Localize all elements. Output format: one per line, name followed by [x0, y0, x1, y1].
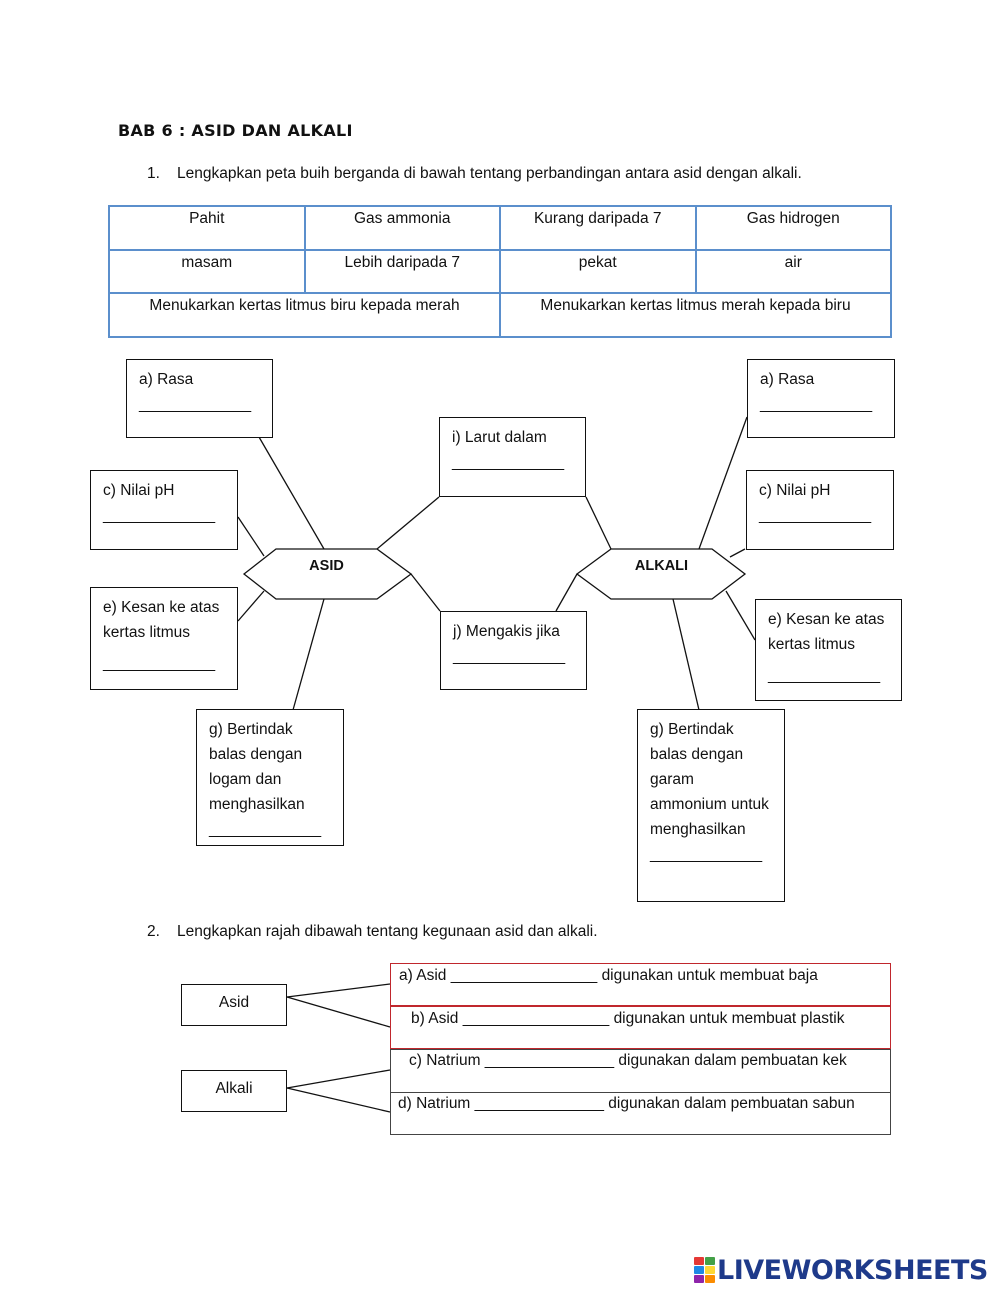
- connector-line: [237, 590, 265, 622]
- word-cell[interactable]: Gas ammonia: [303, 205, 501, 251]
- alkali-taste-box: a) Rasa _____________: [747, 359, 895, 438]
- word-cell[interactable]: Kurang daripada 7: [499, 205, 697, 251]
- acid-ph-label: c) Nilai pH: [103, 482, 175, 499]
- alkali-taste-label: a) Rasa: [760, 371, 815, 388]
- answer-blank[interactable]: _____________: [139, 396, 252, 413]
- word-cell[interactable]: Menukarkan kertas litmus biru kepada mer…: [108, 292, 501, 338]
- question-2-text: Lengkapkan rajah dibawah tentang kegunaa…: [177, 923, 598, 940]
- use-row-suffix: digunakan dalam pembuatan kek: [618, 1052, 847, 1069]
- answer-blank[interactable]: _____________: [760, 396, 873, 413]
- use-row-c: c) Natrium _______________ digunakan dal…: [390, 1049, 891, 1092]
- use-row-a: a) Asid _________________ digunakan untu…: [390, 963, 891, 1006]
- liveworksheets-brand: LIVEWORKSHEETS: [717, 1254, 988, 1286]
- connector-line: [410, 573, 441, 612]
- connector-line: [585, 496, 612, 550]
- connector-line: [698, 416, 748, 550]
- table-row: Pahit Gas ammonia Kurang daripada 7 Gas …: [108, 205, 892, 251]
- connector-line: [376, 496, 440, 550]
- answer-blank[interactable]: _____________: [759, 507, 872, 524]
- alkali-hexagon: [575, 548, 747, 600]
- use-row-suffix: digunakan untuk membuat baja: [601, 967, 818, 984]
- word-cell[interactable]: air: [694, 248, 892, 295]
- question-1-number: 1.: [147, 165, 160, 182]
- acid-taste-box: a) Rasa _____________: [126, 359, 273, 438]
- answer-blank[interactable]: _____________: [209, 821, 322, 838]
- alkali-ph-label: c) Nilai pH: [759, 482, 831, 499]
- answer-blank[interactable]: _______________: [484, 1052, 615, 1069]
- word-bank-table: Pahit Gas ammonia Kurang daripada 7 Gas …: [108, 205, 892, 338]
- word-cell[interactable]: Menukarkan kertas litmus merah kepada bi…: [499, 292, 892, 338]
- use-row-suffix: digunakan untuk membuat plastik: [613, 1010, 845, 1027]
- acid-ph-box: c) Nilai pH _____________: [90, 470, 238, 550]
- question-1-text: Lengkapkan peta buih berganda di bawah t…: [177, 165, 802, 182]
- alkali-ammonium-box: g) Bertindak balas dengan garam ammonium…: [637, 709, 785, 902]
- word-cell[interactable]: Gas hidrogen: [694, 205, 892, 251]
- use-row-prefix: d) Natrium: [398, 1095, 471, 1112]
- connector-line: [292, 598, 325, 711]
- row-divider: [390, 1092, 891, 1093]
- use-row-d: d) Natrium _______________ digunakan dal…: [390, 1092, 891, 1135]
- answer-blank[interactable]: _____________: [650, 846, 763, 863]
- alkali-ph-box: c) Nilai pH _____________: [746, 470, 894, 550]
- asid-box: Asid: [181, 984, 287, 1026]
- question-1: 1. Lengkapkan peta buih berganda di bawa…: [147, 165, 907, 187]
- corrode-label: j) Mengakis jika: [453, 623, 560, 640]
- alkali-litmus-label: e) Kesan ke atas kertas litmus: [768, 611, 885, 653]
- acid-metal-label: g) Bertindak balas dengan logam dan meng…: [209, 721, 305, 813]
- connector-line: [237, 516, 265, 557]
- dissolve-box: i) Larut dalam _____________: [439, 417, 586, 497]
- alkali-label: ALKALI: [634, 558, 689, 574]
- liveworksheets-logo-icon: [694, 1257, 715, 1283]
- asid-hexagon: [242, 548, 413, 600]
- question-2-number: 2.: [147, 923, 160, 940]
- answer-blank[interactable]: _____________: [103, 655, 216, 672]
- alkali-box: Alkali: [181, 1070, 287, 1112]
- use-row-b: b) Asid _________________ digunakan untu…: [390, 1006, 891, 1049]
- table-row: Menukarkan kertas litmus biru kepada mer…: [108, 292, 892, 338]
- use-row-suffix: digunakan dalam pembuatan sabun: [608, 1095, 855, 1112]
- connector-line: [286, 1069, 391, 1089]
- connector-line: [725, 590, 756, 641]
- alkali-litmus-box: e) Kesan ke atas kertas litmus _________…: [755, 599, 902, 701]
- connector-line: [729, 548, 746, 558]
- answer-blank[interactable]: _____________: [768, 667, 881, 684]
- page-title: BAB 6 : ASID DAN ALKALI: [118, 121, 353, 140]
- word-cell[interactable]: pekat: [499, 248, 697, 295]
- asid-label: ASID: [309, 558, 344, 574]
- question-2: 2. Lengkapkan rajah dibawah tentang kegu…: [147, 923, 907, 945]
- acid-taste-label: a) Rasa: [139, 371, 194, 388]
- use-row-prefix: c) Natrium: [409, 1052, 481, 1069]
- connector-line: [286, 996, 391, 1028]
- answer-blank[interactable]: _____________: [452, 454, 565, 471]
- word-cell[interactable]: Pahit: [108, 205, 306, 251]
- acid-litmus-label: e) Kesan ke atas kertas litmus: [103, 599, 220, 641]
- answer-blank[interactable]: _________________: [450, 967, 598, 984]
- connector-line: [555, 573, 578, 612]
- word-cell[interactable]: masam: [108, 248, 306, 295]
- corrode-box: j) Mengakis jika _____________: [440, 611, 587, 690]
- dissolve-label: i) Larut dalam: [452, 429, 547, 446]
- connector-line: [258, 436, 325, 550]
- connector-line: [286, 983, 391, 998]
- acid-metal-box: g) Bertindak balas dengan logam dan meng…: [196, 709, 344, 846]
- use-row-prefix: a) Asid: [399, 967, 447, 984]
- answer-blank[interactable]: _________________: [462, 1010, 610, 1027]
- word-cell[interactable]: Lebih daripada 7: [303, 248, 501, 295]
- answer-blank[interactable]: _____________: [453, 648, 566, 665]
- answer-blank[interactable]: _______________: [474, 1095, 604, 1112]
- acid-litmus-box: e) Kesan ke atas kertas litmus _________…: [90, 587, 238, 690]
- connector-line: [672, 598, 700, 711]
- answer-blank[interactable]: _____________: [103, 507, 216, 524]
- alkali-ammonium-label: g) Bertindak balas dengan garam ammonium…: [650, 721, 769, 838]
- table-row: masam Lebih daripada 7 pekat air: [108, 248, 892, 295]
- use-row-prefix: b) Asid: [411, 1010, 459, 1027]
- liveworksheets-logo: LIVEWORKSHEETS: [694, 1253, 988, 1287]
- connector-line: [286, 1087, 391, 1113]
